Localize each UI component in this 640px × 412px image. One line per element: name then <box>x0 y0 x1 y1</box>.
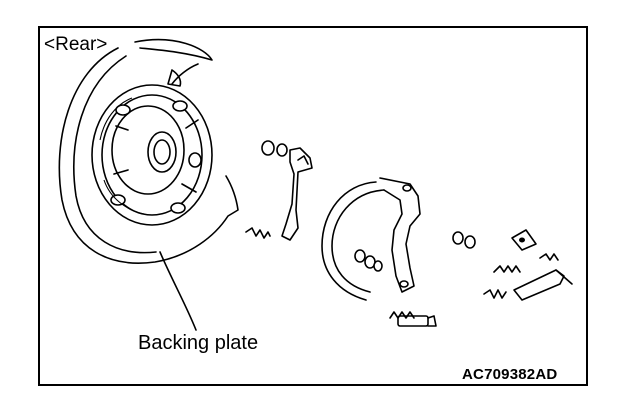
hub-assembly <box>91 84 213 226</box>
figure-code: AC709382AD <box>462 366 558 383</box>
backing-plate-leader <box>159 251 197 331</box>
retainer <box>513 269 573 301</box>
shoe-hold-down <box>511 229 537 251</box>
view-label: <Rear> <box>44 34 108 55</box>
backing-plate-callout-label: Backing plate <box>138 332 259 354</box>
return-spring <box>483 253 559 299</box>
brake-shoe <box>321 177 421 301</box>
adjuster <box>354 231 476 327</box>
backing-plate <box>58 38 239 264</box>
figure-frame <box>38 26 588 386</box>
strut <box>245 140 313 241</box>
